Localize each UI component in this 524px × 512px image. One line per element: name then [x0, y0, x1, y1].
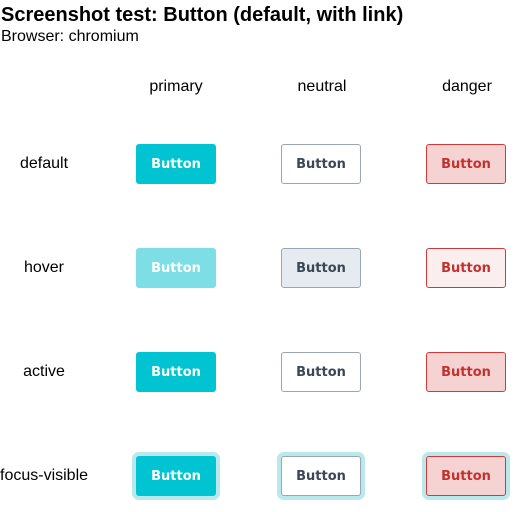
page-title: Screenshot test: Button (default, with l…: [1, 4, 404, 26]
danger-button-focus-visible[interactable]: Button: [426, 456, 506, 496]
browser-label: Browser: chromium: [1, 28, 139, 45]
row-header-focus-visible: focus-visible: [0, 467, 89, 484]
row-header-hover: hover: [23, 259, 65, 276]
primary-button-hover[interactable]: Button: [136, 248, 216, 288]
neutral-button-active[interactable]: Button: [281, 352, 361, 392]
column-header-primary: primary: [149, 78, 203, 95]
neutral-button-default[interactable]: Button: [281, 144, 361, 184]
primary-button-active[interactable]: Button: [136, 352, 216, 392]
neutral-button-focus-visible[interactable]: Button: [281, 456, 361, 496]
primary-button-default[interactable]: Button: [136, 144, 216, 184]
neutral-button-hover[interactable]: Button: [281, 248, 361, 288]
danger-button-active[interactable]: Button: [426, 352, 506, 392]
danger-button-default[interactable]: Button: [426, 144, 506, 184]
primary-button-focus-visible[interactable]: Button: [136, 456, 216, 496]
column-header-danger: danger: [442, 78, 492, 95]
danger-button-hover[interactable]: Button: [426, 248, 506, 288]
row-header-default: default: [19, 155, 69, 172]
row-header-active: active: [23, 363, 65, 380]
column-header-neutral: neutral: [297, 78, 347, 95]
